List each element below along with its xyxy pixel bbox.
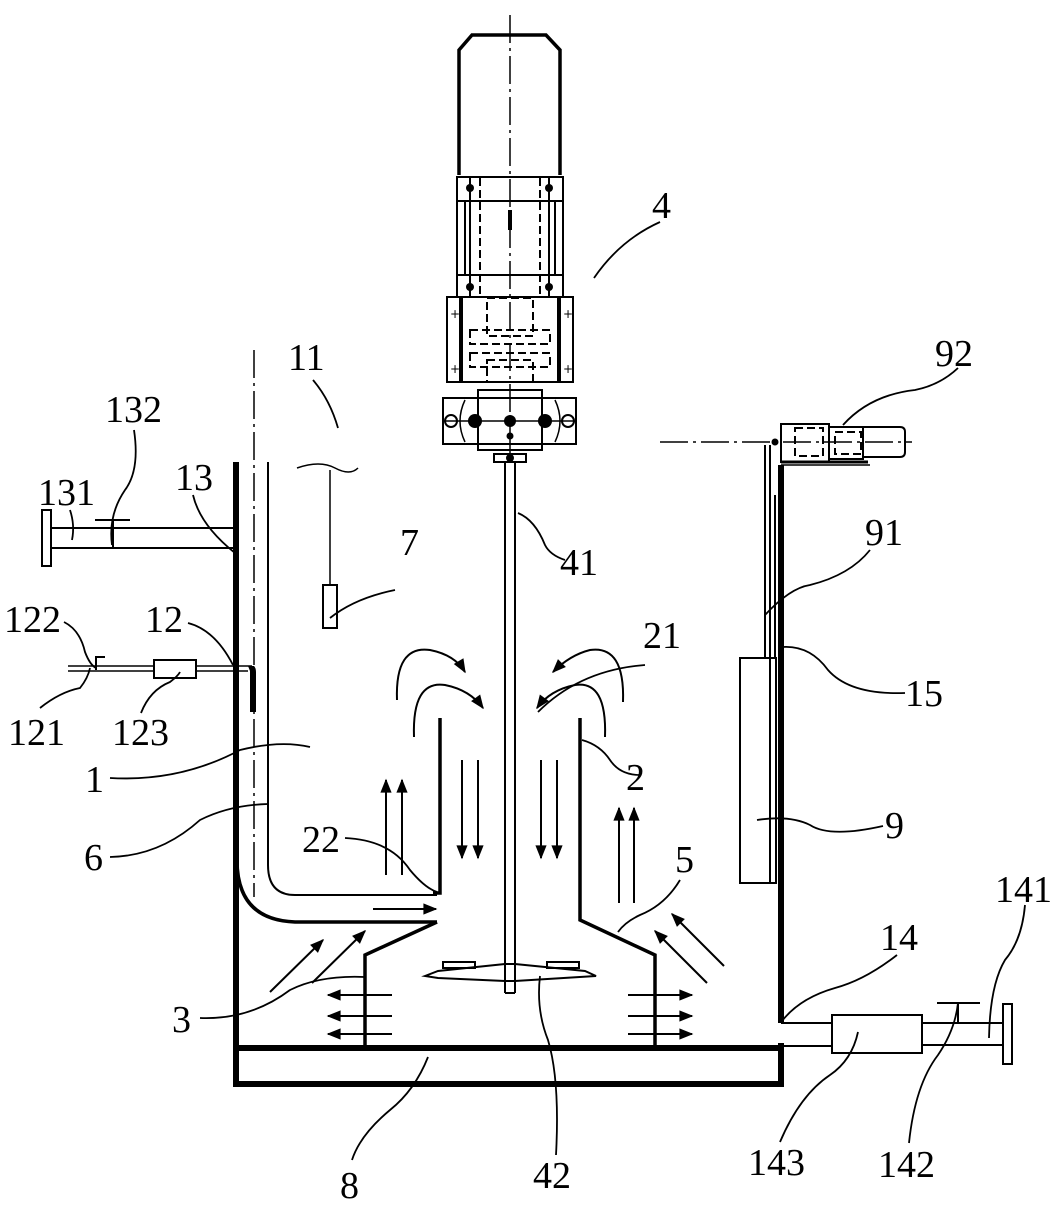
leader-142 bbox=[908, 1002, 959, 1144]
leader-22 bbox=[344, 837, 438, 893]
label-7: 7 bbox=[400, 522, 419, 564]
flow-arrow bbox=[654, 930, 708, 984]
label-13: 13 bbox=[175, 457, 213, 499]
label-122: 122 bbox=[4, 599, 61, 641]
leader-13 bbox=[192, 494, 236, 554]
draft-tube bbox=[363, 718, 657, 1048]
feed-flowmeter bbox=[153, 659, 197, 679]
flow-arrow bbox=[269, 939, 324, 993]
label-142: 142 bbox=[878, 1144, 935, 1186]
side-device bbox=[739, 445, 777, 884]
label-92: 92 bbox=[935, 333, 973, 375]
flared-bottom-section bbox=[578, 718, 657, 1048]
leader-42 bbox=[538, 975, 558, 1156]
label-143: 143 bbox=[748, 1142, 805, 1184]
label-3: 3 bbox=[172, 999, 191, 1041]
label-42: 42 bbox=[533, 1155, 571, 1197]
leader-92 bbox=[842, 367, 959, 426]
label-4: 4 bbox=[652, 185, 671, 227]
leader-122 bbox=[63, 621, 97, 669]
label-11: 11 bbox=[288, 337, 325, 379]
leader-12 bbox=[187, 622, 234, 666]
label-15: 15 bbox=[905, 673, 943, 715]
flow-arrow bbox=[552, 648, 625, 703]
leader-91 bbox=[764, 549, 871, 616]
flow-arrow bbox=[536, 683, 607, 738]
label-1: 1 bbox=[85, 759, 104, 801]
label-121: 121 bbox=[8, 712, 65, 754]
label-131: 131 bbox=[38, 472, 95, 514]
leader-6 bbox=[109, 803, 269, 858]
discharge-flange bbox=[1002, 1003, 1013, 1065]
agitator-shaft bbox=[504, 462, 516, 994]
impeller bbox=[421, 961, 597, 982]
label-12: 12 bbox=[145, 599, 183, 641]
svg-text:+: + bbox=[450, 362, 460, 376]
leader-5 bbox=[617, 879, 681, 933]
leader-121 bbox=[39, 667, 91, 709]
label-91: 91 bbox=[865, 512, 903, 554]
leader-123 bbox=[140, 671, 181, 714]
flow-arrow bbox=[395, 648, 466, 701]
leader-21 bbox=[537, 664, 646, 713]
label-123: 123 bbox=[112, 712, 169, 754]
svg-text:+: + bbox=[563, 307, 573, 321]
drive-motor-assembly: + + + + bbox=[442, 15, 577, 463]
discharge-pipe bbox=[781, 1002, 1013, 1065]
svg-text:+: + bbox=[563, 362, 573, 376]
leader-4 bbox=[593, 221, 661, 279]
label-132: 132 bbox=[105, 389, 162, 431]
flow-arrow bbox=[311, 930, 366, 984]
leader-131 bbox=[69, 509, 75, 541]
flow-arrow bbox=[412, 683, 484, 738]
level-sensor bbox=[296, 463, 359, 629]
leader-lines bbox=[39, 221, 1026, 1161]
leader-7 bbox=[329, 589, 396, 619]
side-motor bbox=[660, 423, 912, 466]
label-6: 6 bbox=[84, 837, 103, 879]
feed-pipe bbox=[68, 656, 256, 712]
motor-housing bbox=[457, 33, 562, 175]
reference-labels: 4 11 132 131 13 7 41 12 122 121 123 21 2… bbox=[4, 185, 1052, 1207]
base-plate bbox=[233, 1043, 784, 1087]
label-8: 8 bbox=[340, 1165, 359, 1207]
leader-14 bbox=[781, 954, 898, 1022]
label-21: 21 bbox=[643, 615, 681, 657]
tank-body bbox=[233, 462, 784, 1087]
leader-15 bbox=[781, 646, 906, 695]
leader-11 bbox=[312, 379, 339, 429]
leader-3 bbox=[199, 975, 366, 1019]
svg-text:+: + bbox=[450, 307, 460, 321]
leader-2 bbox=[581, 739, 641, 776]
flow-arrow bbox=[671, 913, 725, 967]
overflow-pipe bbox=[41, 509, 236, 567]
leader-143 bbox=[779, 1031, 859, 1143]
label-14: 14 bbox=[880, 917, 918, 959]
label-41: 41 bbox=[560, 542, 598, 584]
label-5: 5 bbox=[675, 839, 694, 881]
overflow-flange bbox=[41, 509, 52, 567]
leader-1 bbox=[109, 743, 311, 780]
label-2: 2 bbox=[626, 757, 645, 799]
leader-132 bbox=[110, 429, 137, 546]
leader-41 bbox=[517, 512, 566, 561]
leader-141 bbox=[988, 904, 1026, 1039]
label-9: 9 bbox=[885, 805, 904, 847]
lower-guide-cone bbox=[363, 920, 438, 1048]
label-141: 141 bbox=[995, 869, 1052, 911]
flow-arrows bbox=[269, 648, 725, 1040]
discharge-pump bbox=[831, 1014, 923, 1054]
label-22: 22 bbox=[302, 819, 340, 861]
inner-pipe bbox=[235, 350, 437, 924]
leader-8 bbox=[351, 1056, 429, 1161]
leader-9 bbox=[756, 817, 884, 833]
